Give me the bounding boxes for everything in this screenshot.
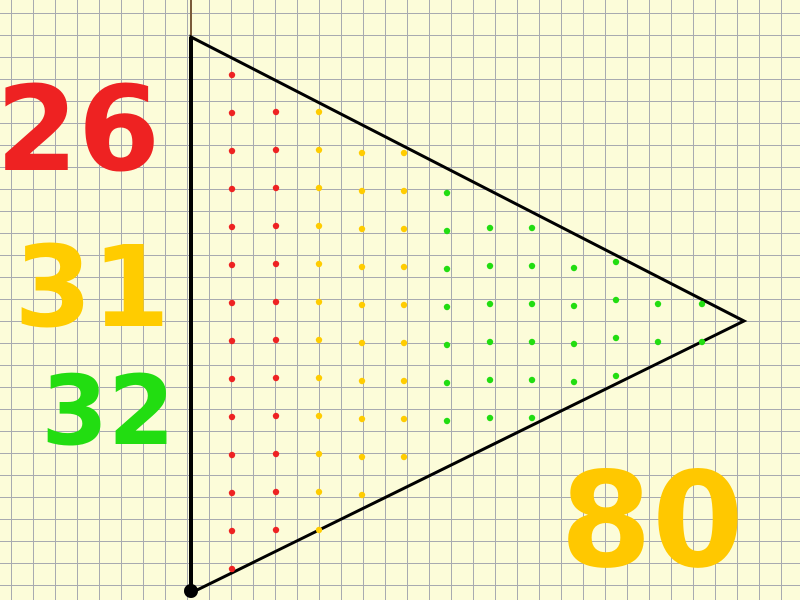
green-dot [528,338,536,346]
red-dot [272,108,280,116]
red-dot [272,412,280,420]
red-dot [228,185,236,193]
green-dot [443,265,451,273]
green-dot [528,224,536,232]
green-dot [486,376,494,384]
red-dot [272,336,280,344]
green-dot [443,227,451,235]
yellow-dot [358,377,366,385]
green-dot [486,300,494,308]
red-dot [228,223,236,231]
yellow-dot [400,149,408,157]
red-dot [272,146,280,154]
red-count-label: 26 [0,60,160,198]
green-dot [654,338,662,346]
total-label: 80 [560,444,744,598]
green-dot [486,262,494,270]
yellow-dot [358,187,366,195]
red-dot [272,488,280,496]
yellow-dot [400,415,408,423]
yellow-dot [400,187,408,195]
yellow-dot [315,526,323,534]
dot-lattice [228,71,706,573]
green-dot [698,338,706,346]
yellow-dot [315,412,323,420]
green-dot [612,258,620,266]
green-dot [443,341,451,349]
green-dot [443,189,451,197]
yellow-dot [315,108,323,116]
yellow-dot [315,450,323,458]
yellow-dot [315,222,323,230]
red-dot [228,413,236,421]
yellow-dot [400,339,408,347]
yellow-dot [315,298,323,306]
green-dot [654,300,662,308]
vertex-marker [184,584,198,598]
red-dot [228,337,236,345]
yellow-dot [400,377,408,385]
green-dot [443,417,451,425]
yellow-dot [358,453,366,461]
yellow-dot [400,301,408,309]
yellow-dot [400,263,408,271]
red-dot [228,375,236,383]
yellow-dot [400,225,408,233]
red-dot [228,109,236,117]
yellow-dot [358,415,366,423]
yellow-dot [315,488,323,496]
green-dot [698,300,706,308]
green-dot [486,414,494,422]
yellow-dot [358,263,366,271]
green-dot [612,334,620,342]
red-dot [228,489,236,497]
green-dot [570,340,578,348]
red-dot [228,527,236,535]
yellow-dot [358,301,366,309]
green-dot [443,303,451,311]
red-dot [228,565,236,573]
green-dot [443,379,451,387]
yellow-dot [358,149,366,157]
green-dot [486,338,494,346]
green-dot [486,224,494,232]
yellow-dot [358,491,366,499]
green-dot [570,302,578,310]
red-dot [228,451,236,459]
red-dot [272,260,280,268]
green-count-label: 32 [41,355,175,467]
yellow-dot [315,260,323,268]
red-dot [272,526,280,534]
yellow-dot [315,184,323,192]
green-dot [528,300,536,308]
red-dot [228,299,236,307]
red-dot [272,374,280,382]
green-dot [528,414,536,422]
green-dot [570,378,578,386]
red-dot [272,450,280,458]
yellow-dot [400,453,408,461]
green-dot [612,296,620,304]
yellow-dot [315,374,323,382]
yellow-count-label: 31 [14,223,170,353]
green-dot [612,372,620,380]
red-dot [272,184,280,192]
green-dot [570,264,578,272]
yellow-dot [358,225,366,233]
red-dot [272,222,280,230]
green-dot [528,376,536,384]
red-dot [228,147,236,155]
green-dot [528,262,536,270]
yellow-dot [315,336,323,344]
red-dot [228,261,236,269]
yellow-dot [315,146,323,154]
yellow-dot [358,339,366,347]
red-dot [272,298,280,306]
red-dot [228,71,236,79]
